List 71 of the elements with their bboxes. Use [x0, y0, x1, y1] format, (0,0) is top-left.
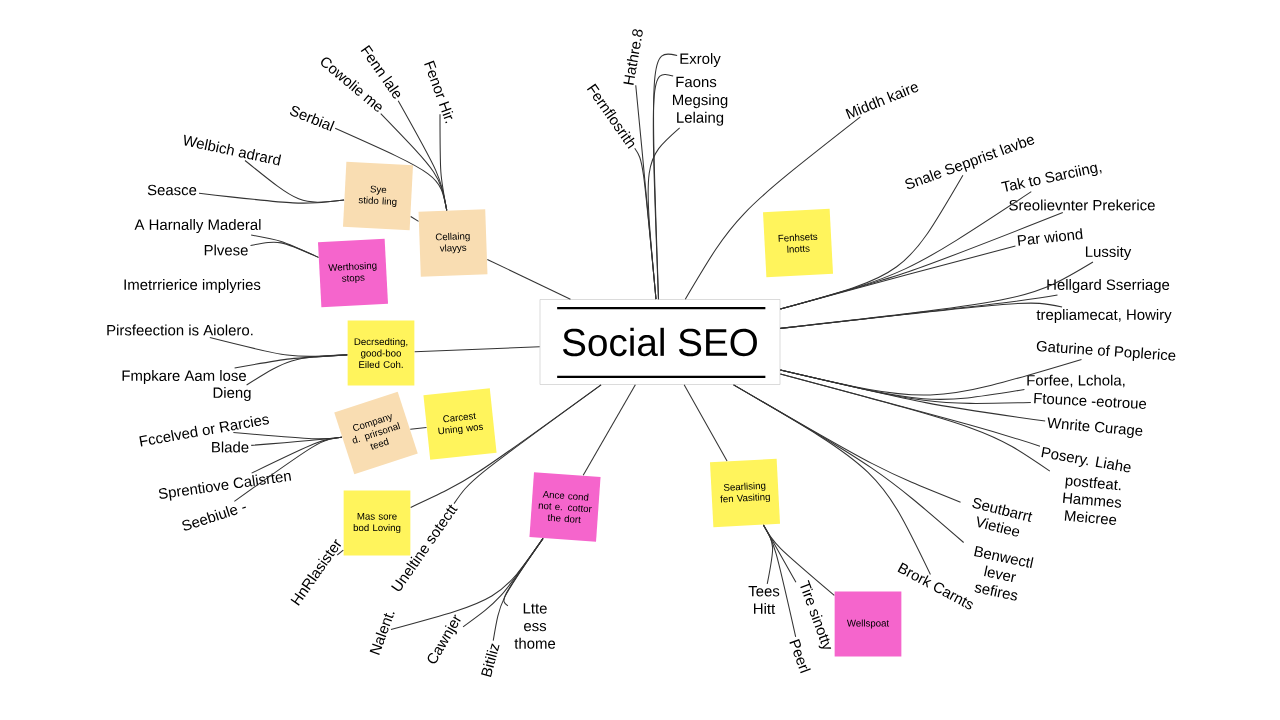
- branch-line: [652, 74, 674, 300]
- sticky-note: Wellspoat: [834, 591, 902, 657]
- branch-line: [453, 384, 602, 505]
- branch-line: [246, 354, 348, 386]
- branch-label: Sprentiove Calisrten: [159, 472, 292, 501]
- branch-label: Fmpkare Aam lose: [122, 370, 246, 384]
- branch-label: Fenor Hir.: [424, 60, 454, 124]
- branch-label: Megsing Lelaing: [673, 94, 728, 126]
- branch-label: Plvese: [204, 244, 248, 256]
- branch-label: Pirsfeection is Aiolero.: [107, 324, 253, 336]
- note-text: Imetrrierice implyries: [124, 279, 261, 293]
- branch-line: [414, 346, 541, 353]
- branch-label: Welbich adrard: [184, 134, 282, 166]
- branch-line: [503, 537, 544, 607]
- branch-label: Dieng: [213, 387, 251, 401]
- branch-label: Benwectl lever sefires: [974, 545, 1034, 601]
- branch-label: Serbial: [289, 106, 335, 132]
- branch-line: [779, 302, 1063, 329]
- branch-line: [336, 549, 344, 556]
- sticky-note: Ance cond not e. cottor the dort: [529, 472, 601, 542]
- branch-label: Ftounce -eotroue: [1034, 392, 1147, 409]
- branch-label: Wnrite Curage: [1047, 417, 1143, 439]
- branch-label: Par wiond: [1017, 228, 1083, 246]
- branch-line: [334, 127, 448, 211]
- branch-label: Exroly: [680, 53, 721, 67]
- branch-label: Posery. Liahe: [1041, 446, 1131, 473]
- branch-label: Middh kaire: [845, 84, 919, 119]
- branch-label: Hathre.8: [623, 29, 643, 85]
- sticky-note: Mas sore bod Loving: [343, 490, 411, 556]
- branch-label: Hellgard Sserriage: [1047, 279, 1170, 293]
- branch-line: [198, 192, 345, 204]
- branch-label: Ltte ess thome: [514, 603, 556, 649]
- sticky-note: Werthosing stops: [318, 238, 388, 308]
- branch-label: Tees Hitt: [748, 586, 780, 614]
- branch-label: Gaturine of Poplerice: [1036, 340, 1176, 361]
- sticky-note: Fenhsets lnotts: [763, 208, 833, 278]
- branch-line: [486, 258, 571, 300]
- branch-label: Sreolievnter Prekerice: [1009, 199, 1155, 211]
- sticky-note: Sye stido ling: [343, 161, 413, 231]
- branch-line: [779, 245, 1016, 310]
- branch-label: Lussity: [1086, 246, 1132, 260]
- sticky-note: Searlising fen Vasiting: [710, 458, 780, 528]
- branch-line: [410, 215, 420, 222]
- branch-line: [762, 524, 835, 596]
- sticky-note: Carcest Uning wos: [423, 388, 497, 460]
- branch-label: Nalent.: [369, 612, 395, 655]
- branch-label: Seasce: [147, 184, 197, 196]
- branch-line: [684, 116, 861, 300]
- branch-line: [582, 384, 636, 476]
- branch-line: [683, 384, 728, 462]
- branch-label: Seutbarrt Vietiee: [972, 498, 1033, 537]
- sticky-note: Decrsedting, good-boo Eiled Coh.: [347, 320, 415, 386]
- branch-line: [779, 369, 1046, 422]
- branch-line: [733, 384, 931, 575]
- branch-label: Seebiule -: [182, 506, 246, 531]
- branch-line: [250, 241, 319, 258]
- central-topic-box: Social SEO: [539, 299, 781, 385]
- branch-label: trepliamecat, Howiry: [1036, 309, 1172, 323]
- branch-line: [233, 436, 343, 502]
- branch-line: [409, 427, 427, 430]
- branch-label: Blade: [212, 441, 249, 453]
- branch-line: [634, 147, 657, 300]
- branch-label: A Harnally Maderal: [134, 219, 261, 233]
- branch-label: Bitiliz: [481, 643, 500, 678]
- branch-label: Faons: [676, 76, 717, 88]
- branch-label: Tak to Sarciing,: [1001, 164, 1102, 192]
- sticky-note: Cellaing vlayys: [418, 209, 488, 277]
- branch-label: Forfee, Lchola,: [1027, 374, 1125, 388]
- branch-line: [779, 373, 1051, 472]
- branch-label: postfeat. Hammes Meicree: [1063, 477, 1122, 525]
- branch-line: [462, 537, 544, 628]
